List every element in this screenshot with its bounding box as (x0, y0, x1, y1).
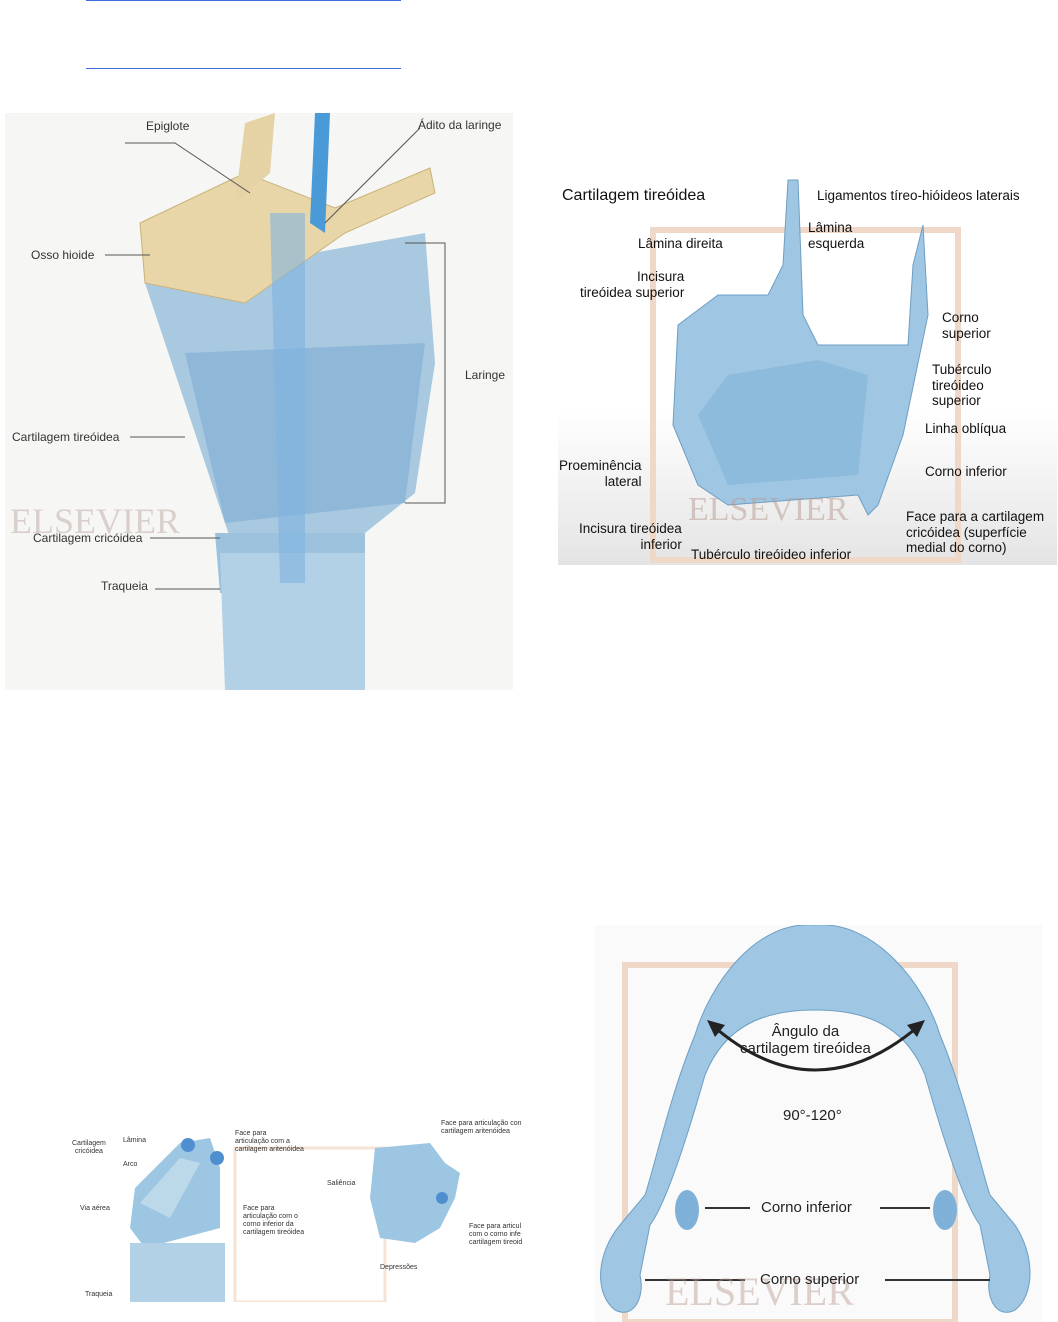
watermark: ELSEVIER (688, 491, 849, 528)
label-incisura-inferior: Incisura tireóidea inferior (579, 521, 682, 552)
label-corno-superior: Corno superior (760, 1271, 860, 1288)
cricoid-illustration (130, 1138, 460, 1302)
label-corno-inferior: Corno inferior (761, 1199, 852, 1216)
label-cartilagem-cricoidea: Cartilagem cricóidea (33, 531, 143, 545)
label-via-aerea: Via aérea (80, 1205, 110, 1212)
hyperlink-underline-2[interactable] (86, 68, 401, 69)
figure-thyroid-angle: ELSEVIER Ângulo da cartilagem tireóidea … (595, 925, 1042, 1322)
label-lamina-esquerda: Lâmina esquerda (808, 220, 865, 251)
label-ligamentos: Ligamentos tíreo-hióideos laterais (817, 188, 1020, 203)
label-laringe: Laringe (465, 368, 506, 382)
label-adito-da-laringe: Ádito da laringe (418, 118, 502, 132)
label-traqueia: Traqueia (101, 579, 148, 593)
label-proeminencia-lateral: Proeminência lateral (559, 458, 642, 489)
label-cartilagem-cricoidea: Cartilagem cricóidea (72, 1140, 106, 1156)
label-face-aritenoidea-2: Face para articulação con cartilagem ari… (441, 1120, 522, 1136)
watermark: ELSEVIER (665, 1269, 854, 1314)
label-traqueia: Traqueia (85, 1291, 113, 1298)
figure-title: Cartilagem tireóidea (562, 187, 706, 204)
label-face-corno-2: Face para articul com o corno infe carti… (469, 1223, 523, 1247)
larynx-illustration: ELSEVIER (10, 113, 446, 690)
thyroid-angle-illustration: ELSEVIER (600, 925, 1031, 1322)
label-face-corno-inferior: Face para articulação com o corno inferi… (243, 1205, 305, 1237)
label-epiglote: Epiglote (146, 119, 190, 133)
figure-thyroid-cartilage: ELSEVIER Cartilagem tireóidea Ligamentos… (558, 175, 1057, 565)
label-incisura-superior: Incisura tireóidea superior (580, 269, 685, 300)
label-tuberculo-superior: Tubérculo tireóideo superior (932, 362, 992, 409)
label-linha-obliqua: Linha oblíqua (925, 421, 1007, 436)
label-corno-superior: Corno superior (942, 310, 991, 341)
figure-larynx-overview: ELSEVIER Epiglote Ádito da laringe Osso … (5, 113, 513, 690)
label-depressoes: Depressões (380, 1264, 418, 1271)
label-cartilagem-tireoidea: Cartilagem tireóidea (12, 430, 120, 444)
thyroid-cartilage-illustration: ELSEVIER (650, 179, 961, 563)
figure-cricoid-cartilage: Cartilagem cricóidea Lâmina Arco Face pa… (70, 1118, 523, 1302)
label-osso-hioide: Osso hioide (31, 248, 95, 262)
label-saliencia: Saliência (327, 1180, 356, 1187)
label-lamina: Lâmina (123, 1137, 146, 1144)
label-face-cricoidea: Face para a cartilagem cricóidea (superf… (906, 509, 1045, 556)
label-90-120: 90°-120° (783, 1107, 842, 1124)
label-corno-inferior: Corno inferior (925, 464, 1007, 479)
label-tuberculo-inferior: Tubérculo tireóideo inferior (691, 547, 852, 562)
hyperlink-underline-1[interactable] (86, 0, 401, 1)
label-arco: Arco (123, 1161, 138, 1168)
label-face-aritenoidea: Face para articulação com a cartilagem a… (235, 1130, 304, 1154)
watermark: ELSEVIER (10, 501, 180, 541)
label-angulo: Ângulo da cartilagem tireóidea (740, 1023, 871, 1058)
label-lamina-direita: Lâmina direita (638, 236, 723, 251)
